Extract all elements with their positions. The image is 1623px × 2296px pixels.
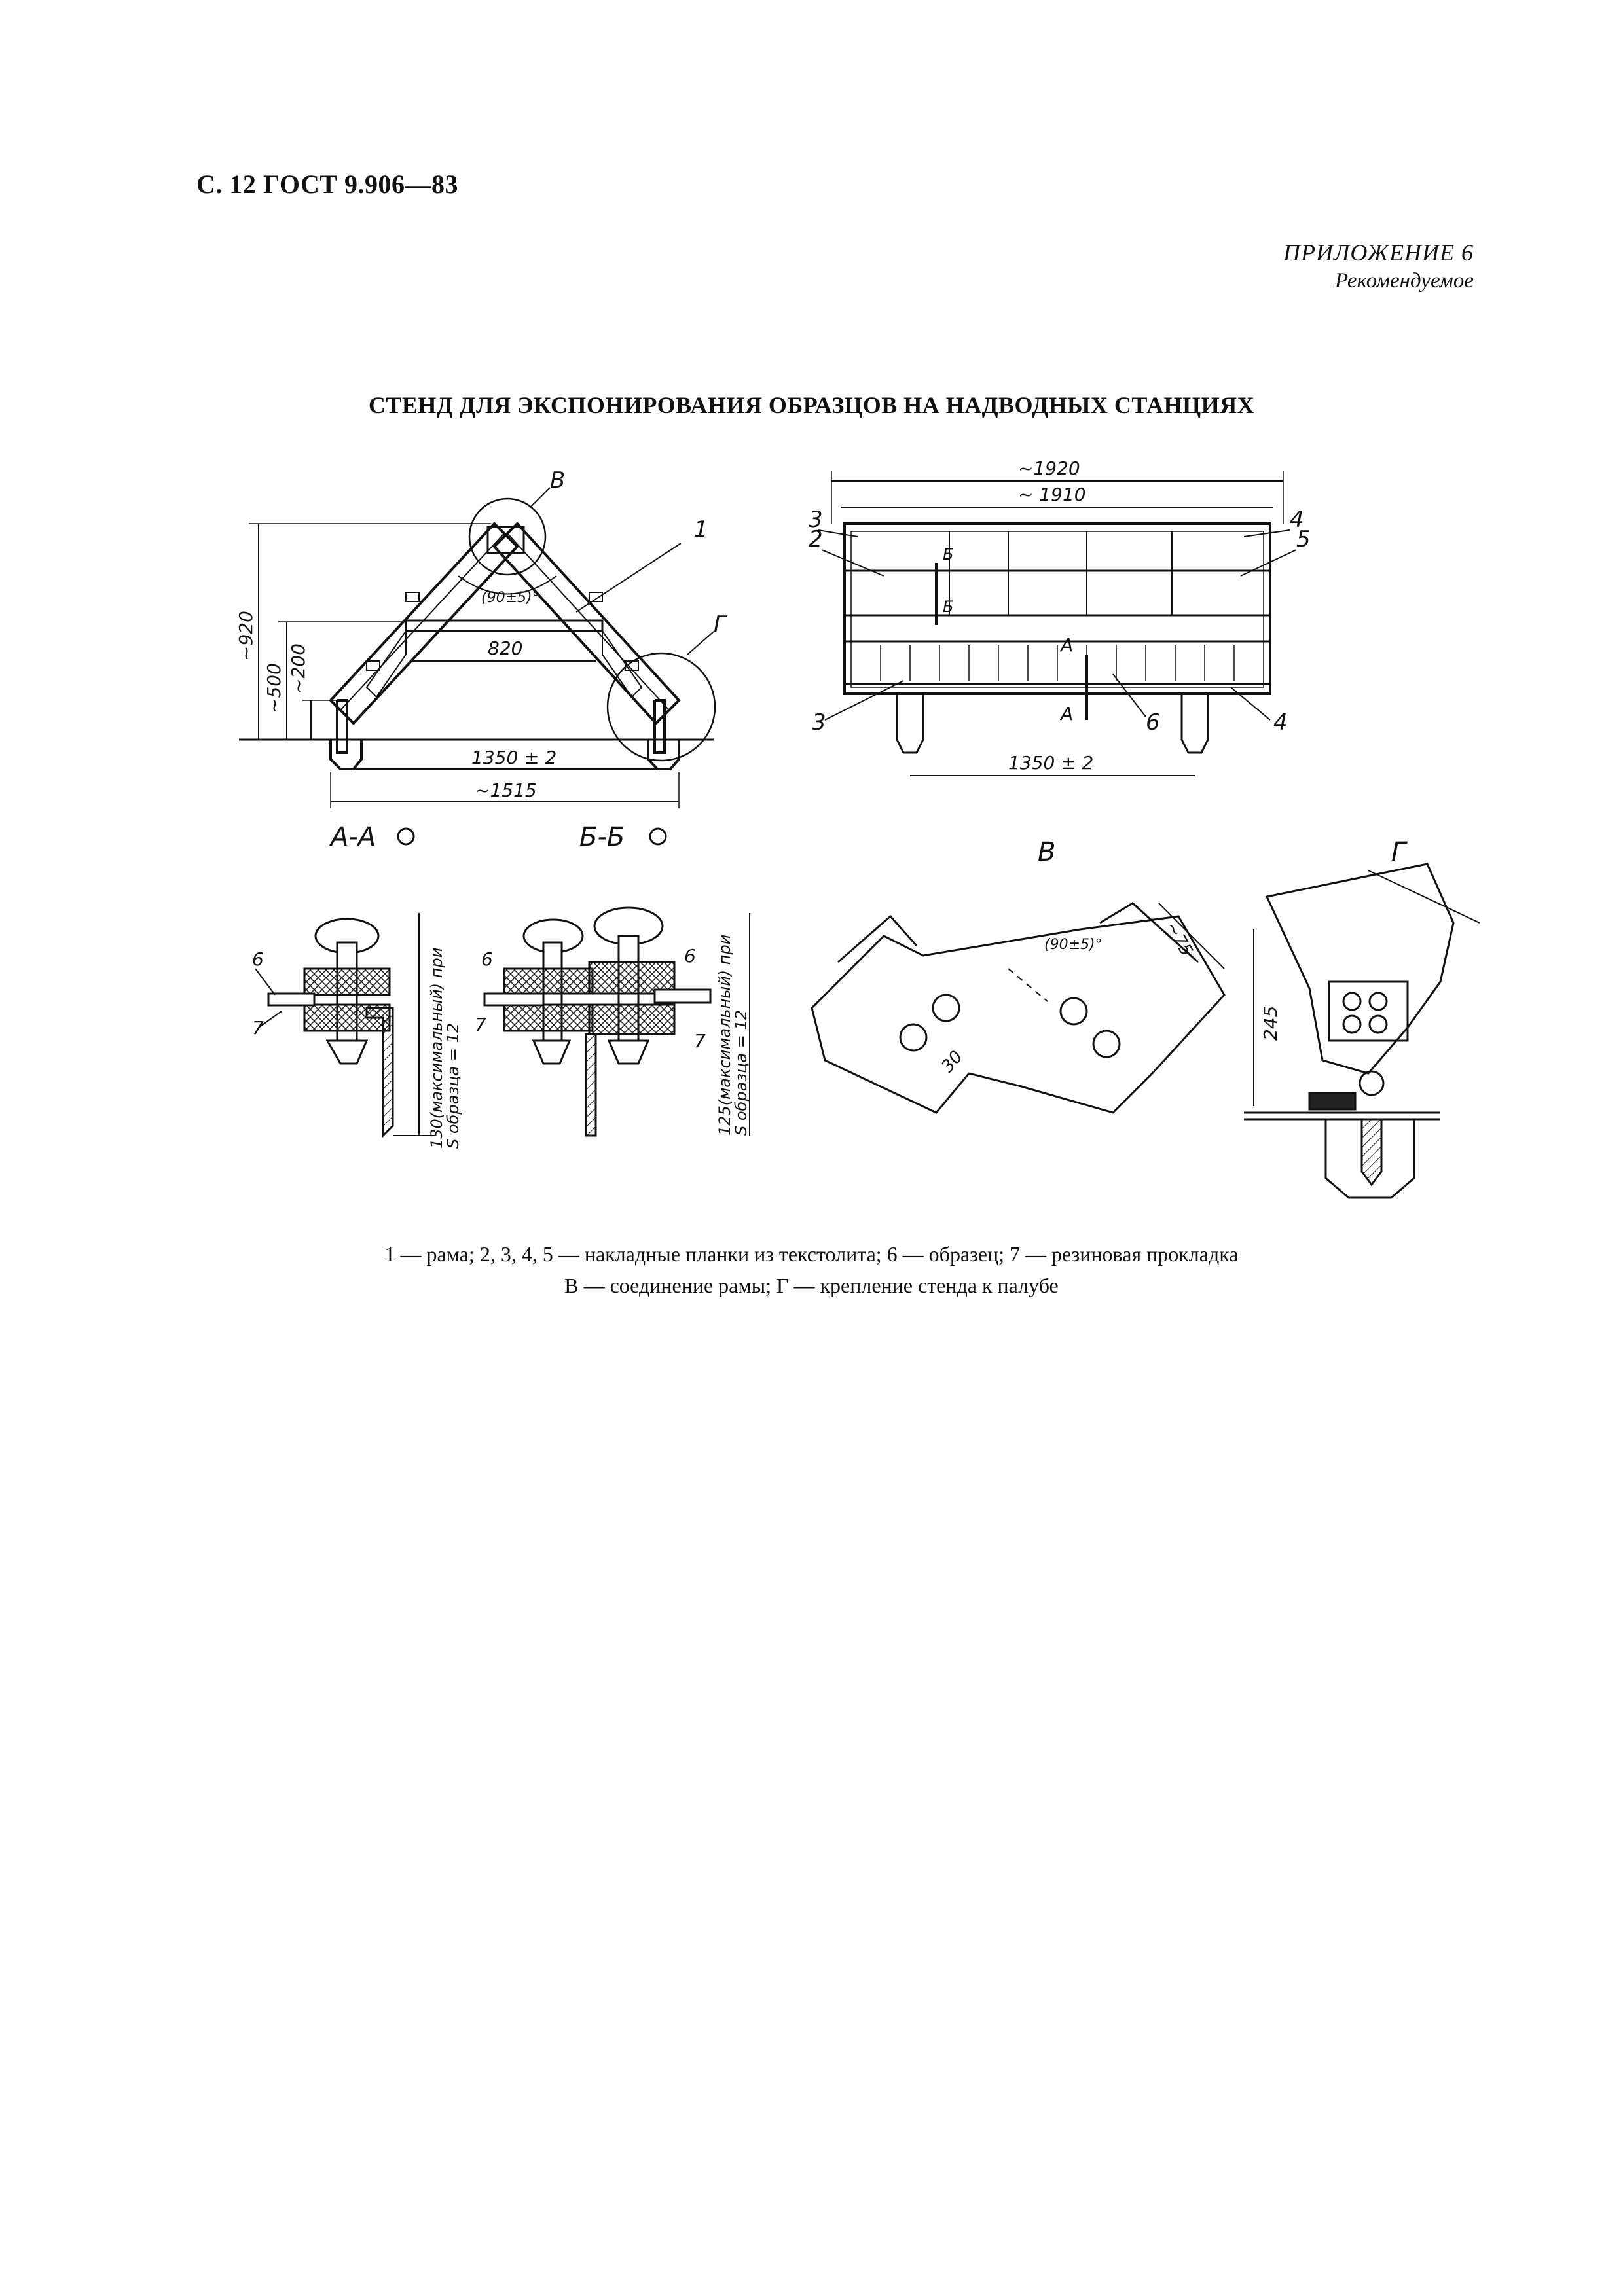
section-BB <box>483 906 750 1137</box>
dim-1350-side: 1350 ± 2 <box>471 747 556 768</box>
aa-dim-main: 130(максимальный) при <box>428 948 446 1149</box>
b-dim-30: 30 <box>938 1047 966 1077</box>
section-AA-labels: 6 7 130(максимальный) при S образца = 12 <box>252 948 462 1149</box>
detail-views-labels: А-А Б-Б В Г <box>329 822 1408 867</box>
side-view <box>239 487 716 808</box>
callout-3-top: 3 <box>809 507 823 533</box>
page-header: С. 12 ГОСТ 9.906—83 <box>196 170 459 199</box>
front-view-labels: ~1920 ~ 1910 1350 ± 2 3 2 4 5 3 6 4 А А … <box>809 457 1311 774</box>
appendix-number: ПРИЛОЖЕНИЕ 6 <box>1283 240 1474 266</box>
document-title: СТЕНД ДЛЯ ЭКСПОНИРОВАНИЯ ОБРАЗЦОВ НА НАД… <box>368 392 1255 418</box>
label-view-G: Г <box>1391 837 1408 867</box>
view-G-labels: 245 <box>1260 1006 1281 1041</box>
aa-callout-6: 6 <box>252 948 264 970</box>
section-B-top: Б <box>943 545 953 564</box>
callout-5: 5 <box>1296 526 1311 552</box>
view-G <box>1244 863 1480 1199</box>
aa-dim-sub: S образца = 12 <box>444 1023 462 1149</box>
caption-legend: 1 — рама; 2, 3, 4, 5 — накладные планки … <box>384 1242 1239 1266</box>
view-B <box>811 902 1226 1114</box>
callout-4-bottom: 4 <box>1273 709 1288 736</box>
label-view-B: В <box>1038 837 1055 867</box>
aa-callout-7: 7 <box>252 1017 264 1039</box>
callout-2: 2 <box>809 526 823 552</box>
caption-views: В — соединение рамы; Г — крепление стенд… <box>564 1274 1059 1297</box>
front-view <box>818 471 1297 776</box>
section-view-marks <box>397 827 667 846</box>
dim-1515: ~1515 <box>475 780 537 801</box>
section-A-top: А <box>1059 634 1073 656</box>
view-B-labels: (90±5)° ~75 30 <box>938 919 1196 1077</box>
bb-callout-7b: 7 <box>694 1030 706 1052</box>
g-dim-245: 245 <box>1260 1006 1281 1041</box>
bb-callout-6b: 6 <box>684 945 696 967</box>
angle-label: (90±5)° <box>481 590 539 606</box>
callout-6: 6 <box>1146 709 1160 736</box>
side-view-labels: ~920 ~500 ~200 820 1350 ± 2 ~1515 (90±5)… <box>235 467 728 801</box>
section-AA <box>255 913 435 1138</box>
callout-3-bottom: 3 <box>812 709 826 736</box>
technical-drawing: ~920 ~500 ~200 820 1350 ± 2 ~1515 (90±5)… <box>235 457 1480 1199</box>
section-B-bottom: Б <box>943 598 953 616</box>
dim-1350-front: 1350 ± 2 <box>1008 752 1093 774</box>
callout-B-side: В <box>550 467 565 493</box>
dim-820: 820 <box>488 637 522 659</box>
appendix-status: Рекомендуемое <box>1334 269 1474 293</box>
b-angle: (90±5)° <box>1044 937 1103 953</box>
dim-1920: ~1920 <box>1018 457 1080 479</box>
dim-500: ~500 <box>263 663 285 713</box>
bb-callout-6a: 6 <box>481 948 493 970</box>
section-A-bottom: А <box>1059 703 1073 725</box>
bb-dim-main: 125(максимальный) при <box>716 935 734 1136</box>
label-section-BB: Б-Б <box>579 822 625 852</box>
bb-callout-7a: 7 <box>475 1014 486 1035</box>
label-section-AA: А-А <box>329 822 376 852</box>
appendix-block: ПРИЛОЖЕНИЕ 6 Рекомендуемое <box>1283 239 1474 293</box>
bb-dim-sub: S образца = 12 <box>732 1010 750 1136</box>
dim-200: ~200 <box>287 643 309 694</box>
callout-G-side: Г <box>714 611 728 637</box>
callout-4-top: 4 <box>1290 507 1304 533</box>
dim-1910: ~ 1910 <box>1018 484 1086 505</box>
dim-920: ~920 <box>235 611 257 661</box>
callout-1: 1 <box>694 516 708 543</box>
section-BB-labels: 6 7 6 7 125(максимальный) при S образца … <box>475 935 750 1136</box>
